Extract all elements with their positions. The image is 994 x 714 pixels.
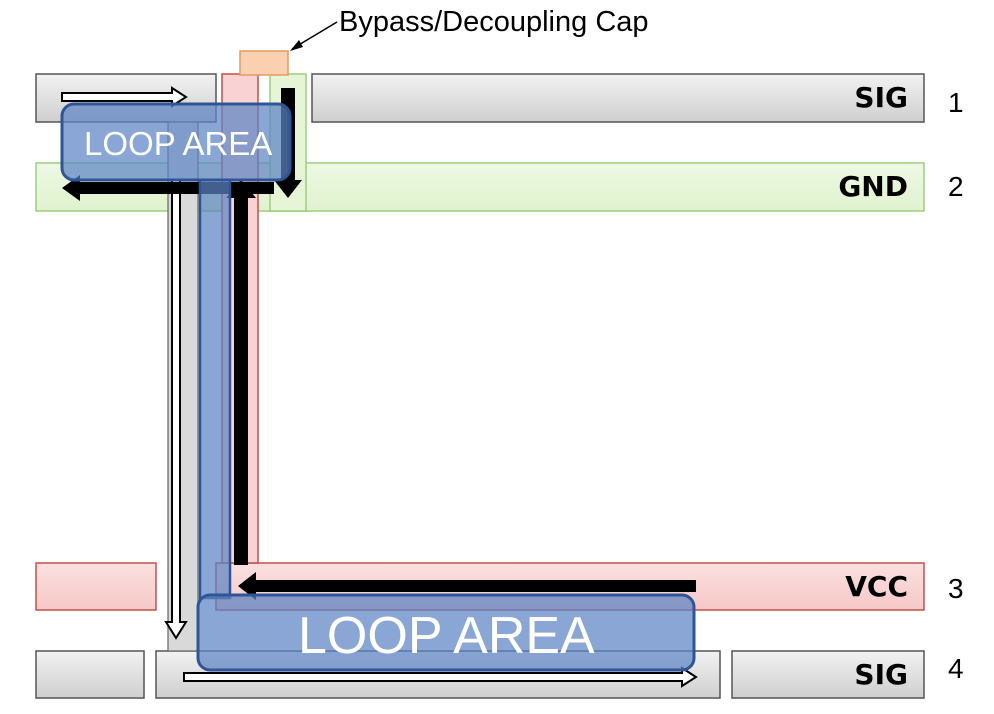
signal-via-current-arrow bbox=[164, 179, 188, 640]
gnd-return-arrow bbox=[62, 175, 274, 201]
sig1-current-arrow bbox=[61, 86, 188, 108]
large-loop-area bbox=[196, 593, 696, 672]
vcc-left-segment bbox=[35, 562, 157, 611]
layer3-label: VCC bbox=[845, 570, 908, 603]
layer2-label: GND bbox=[838, 170, 908, 203]
cap-label: Bypass/Decoupling Cap bbox=[339, 6, 649, 38]
layer4-label: SIG bbox=[854, 658, 908, 691]
sig4-left-segment bbox=[35, 650, 145, 699]
layer1-label: SIG bbox=[854, 81, 908, 114]
small-loop-label: LOOP AREA bbox=[84, 125, 272, 162]
layer4-number: 4 bbox=[948, 653, 964, 684]
vertical-loop-area bbox=[198, 178, 232, 600]
sig4-right-plane bbox=[731, 650, 925, 699]
layer1-number: 1 bbox=[948, 87, 964, 118]
cap-leader-arrowhead bbox=[290, 40, 303, 51]
large-loop-label: LOOP AREA bbox=[298, 607, 595, 665]
layer2-number: 2 bbox=[948, 171, 964, 202]
sig1-plane bbox=[311, 73, 925, 123]
sig4-current-arrow bbox=[183, 666, 698, 688]
decoupling-capacitor bbox=[239, 50, 289, 76]
layer3-number: 3 bbox=[948, 573, 964, 604]
small-loop-area bbox=[60, 102, 292, 182]
vcc-via-return-arrow bbox=[226, 180, 256, 565]
vcc-return-arrow bbox=[238, 572, 696, 600]
